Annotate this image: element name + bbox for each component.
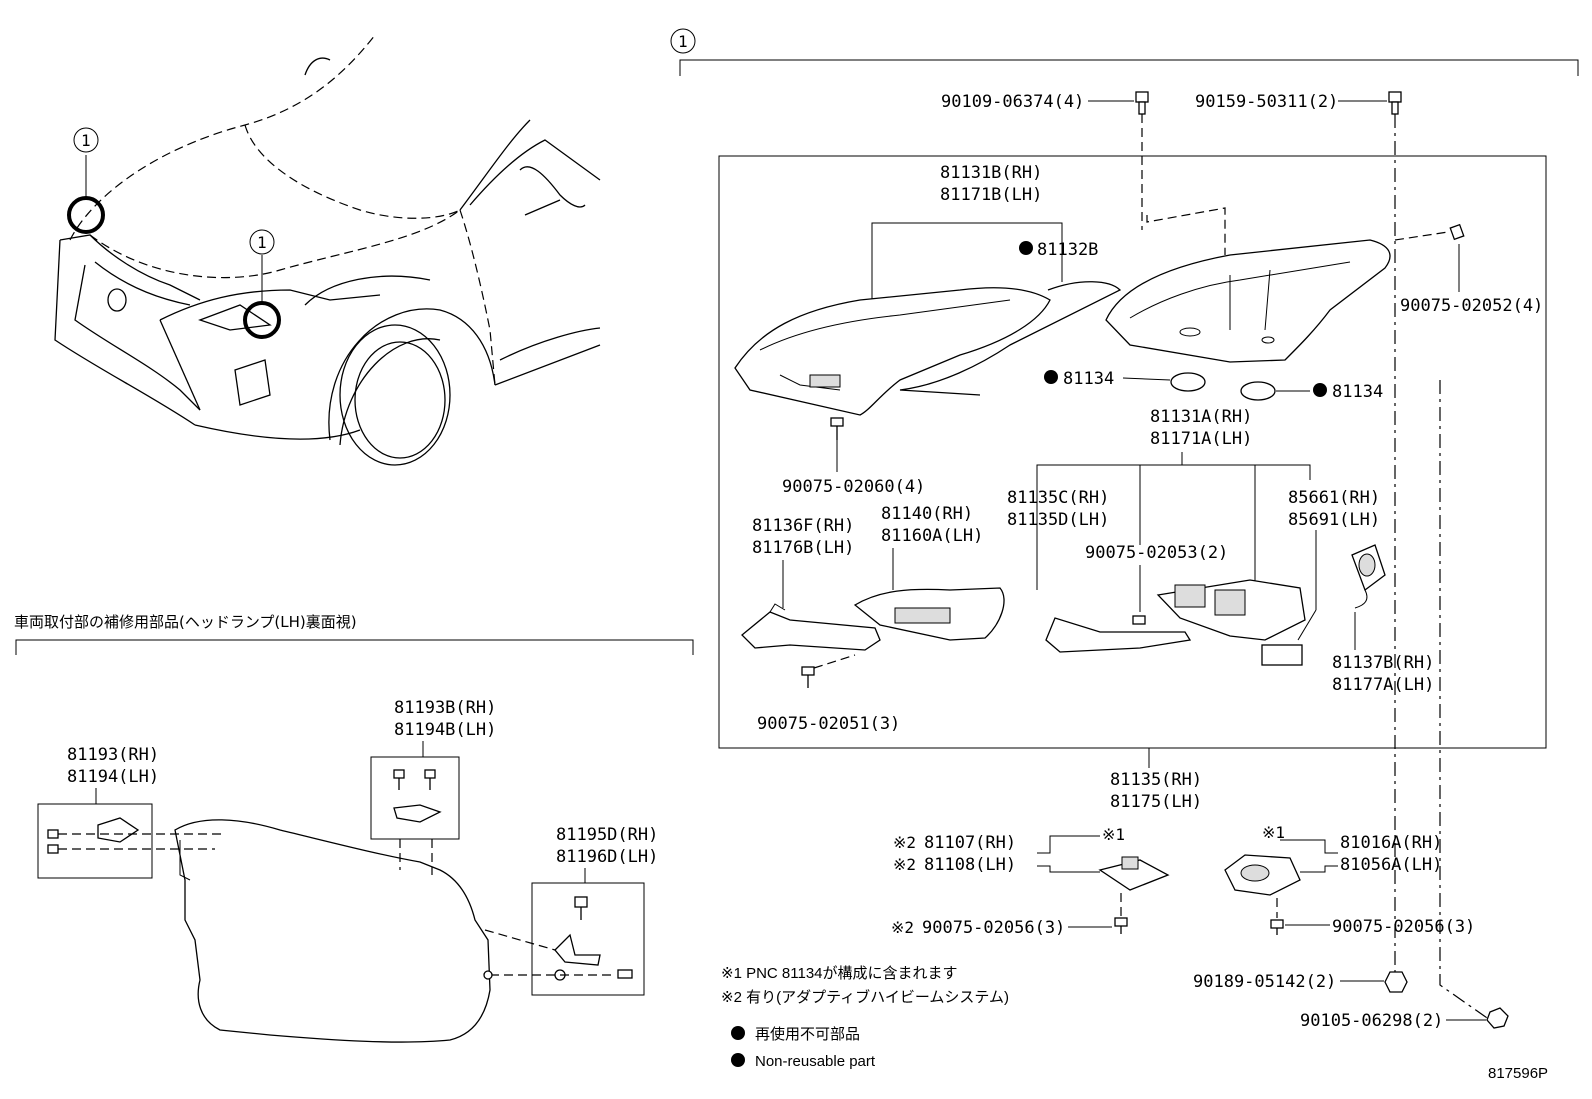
label-81107-RH: 81107(RH) [924, 833, 1016, 853]
non-reusable-dot [731, 1053, 745, 1067]
screw-icon [1270, 919, 1284, 935]
note-mark-2: ※2 [893, 833, 916, 852]
note-mark-1: ※1 [1262, 823, 1285, 842]
screw-icon [574, 896, 588, 920]
callout-marker-circle-main [670, 28, 696, 54]
label-81195D-RH: 81195D(RH) [556, 825, 658, 845]
label-85691-LH: 85691(LH) [1288, 510, 1380, 530]
screw-icon [47, 829, 59, 839]
diagram-id: 817596P [1488, 1065, 1548, 1082]
non-reusable-dot [1313, 383, 1327, 397]
label-81171B-LH: 81171B(LH) [940, 185, 1042, 205]
label-90075-02052: 90075-02052(4) [1400, 296, 1543, 316]
label-81160A-LH: 81160A(LH) [881, 526, 983, 546]
label-90105-06298: 90105-06298(2) [1300, 1011, 1443, 1031]
extension-drawing [1045, 617, 1192, 653]
bracket-drawing [741, 603, 881, 651]
label-81193B-RH: 81193B(RH) [394, 698, 496, 718]
label-81131B-RH: 81131B(RH) [940, 163, 1042, 183]
bolt-icon [1135, 91, 1149, 115]
label-90189-05142: 90189-05142(2) [1193, 972, 1336, 992]
label-81140-RH: 81140(RH) [881, 504, 973, 524]
assembly-box [718, 155, 1547, 749]
module-drawing [1351, 544, 1386, 609]
vehicle-front-illustration [54, 34, 601, 466]
label-81171A-LH: 81171A(LH) [1150, 429, 1252, 449]
label-81135-RH: 81135(RH) [1110, 770, 1202, 790]
bracket-81193-drawing [47, 817, 140, 854]
label-90075-02051: 90075-02051(3) [757, 714, 900, 734]
label-81135D-LH: 81135D(LH) [1007, 510, 1109, 530]
screw-icon [1114, 917, 1128, 934]
section-title-jp: 車両取付部の補修用部品(ヘッドランプ(LH)裏面視) [14, 613, 357, 631]
clip-81195D-drawing [554, 896, 633, 981]
label-90159-50311: 90159-50311(2) [1195, 92, 1338, 112]
bolt-icon [1388, 91, 1402, 115]
label-81136F-RH: 81136F(RH) [752, 516, 854, 536]
label-81108-LH: 81108(LH) [924, 855, 1016, 875]
clip-81193B-drawing [393, 769, 442, 823]
repair-part-box-81193B [370, 756, 460, 840]
projector-unit-drawing [1156, 579, 1306, 666]
headlamp-lens-drawing [734, 287, 1051, 416]
label-81193-RH: 81193(RH) [67, 745, 159, 765]
label-81176B-LH: 81176B(LH) [752, 538, 854, 558]
section-bracket [15, 639, 694, 655]
label-81194-LH: 81194(LH) [67, 767, 159, 787]
screw-icon [424, 769, 436, 790]
screw-icon [1132, 615, 1146, 625]
leveling-unit-drawing [1098, 856, 1170, 891]
label-90075-02056-right: 90075-02056(3) [1332, 917, 1475, 937]
screw-icon [617, 969, 633, 979]
nut-icon [1384, 971, 1408, 993]
label-81175-LH: 81175(LH) [1110, 792, 1202, 812]
note-1: ※1 PNC 81134が構成に含まれます [721, 965, 958, 982]
label-90075-02053: 90075-02053(2) [1085, 543, 1228, 563]
gasket-outline [899, 281, 1122, 396]
headlamp-housing-drawing [1105, 239, 1391, 363]
note-mark-1: ※1 [1102, 825, 1125, 844]
actuator-drawing [1224, 854, 1301, 896]
callout-marker-main: 1 [678, 32, 688, 51]
note-mark-2: ※2 [893, 855, 916, 874]
bolt-icon [1486, 1007, 1509, 1029]
bezel-drawing [853, 587, 1005, 641]
label-90075-02060: 90075-02060(4) [782, 477, 925, 497]
label-81131A-RH: 81131A(RH) [1150, 407, 1252, 427]
callout-marker-car-center: 1 [257, 233, 267, 252]
note-2: ※2 有り(アダプティブハイビームシステム) [721, 988, 1009, 1006]
screw-icon [801, 666, 815, 688]
legend-jp: 再使用不可部品 [755, 1026, 860, 1043]
label-81196D-LH: 81196D(LH) [556, 847, 658, 867]
screw-icon [47, 844, 59, 854]
note-mark-2: ※2 [891, 918, 914, 937]
label-81056A-LH: 81056A(LH) [1340, 855, 1442, 875]
non-reusable-dot [1044, 370, 1058, 384]
non-reusable-dot [731, 1026, 745, 1040]
label-81135C-RH: 81135C(RH) [1007, 488, 1109, 508]
o-ring-left [1170, 372, 1206, 392]
label-90109-06374: 90109-06374(4) [941, 92, 1084, 112]
label-81194B-LH: 81194B(LH) [394, 720, 496, 740]
screw-icon [1449, 223, 1465, 241]
legend-en: Non-reusable part [755, 1053, 876, 1070]
repair-part-box-81195D [531, 882, 645, 996]
callout-marker-car-left: 1 [81, 131, 91, 150]
label-81016A-RH: 81016A(RH) [1340, 833, 1442, 853]
label-81177A-LH: 81177A(LH) [1332, 675, 1434, 695]
label-85661-RH: 85661(RH) [1288, 488, 1380, 508]
non-reusable-dot [1019, 241, 1033, 255]
repair-part-box-81193 [37, 803, 153, 879]
main-group-bracket [679, 59, 1579, 76]
label-81137B-RH: 81137B(RH) [1332, 653, 1434, 673]
label-90075-02056-left: 90075-02056(3) [922, 918, 1065, 938]
label-81132B: 81132B [1037, 240, 1098, 260]
headlamp-back-outline [174, 819, 491, 1043]
o-ring-right [1240, 381, 1276, 401]
screw-icon [830, 417, 844, 440]
label-81134-right: 81134 [1332, 382, 1383, 402]
label-81134-left: 81134 [1063, 369, 1114, 389]
screw-icon [393, 769, 405, 790]
